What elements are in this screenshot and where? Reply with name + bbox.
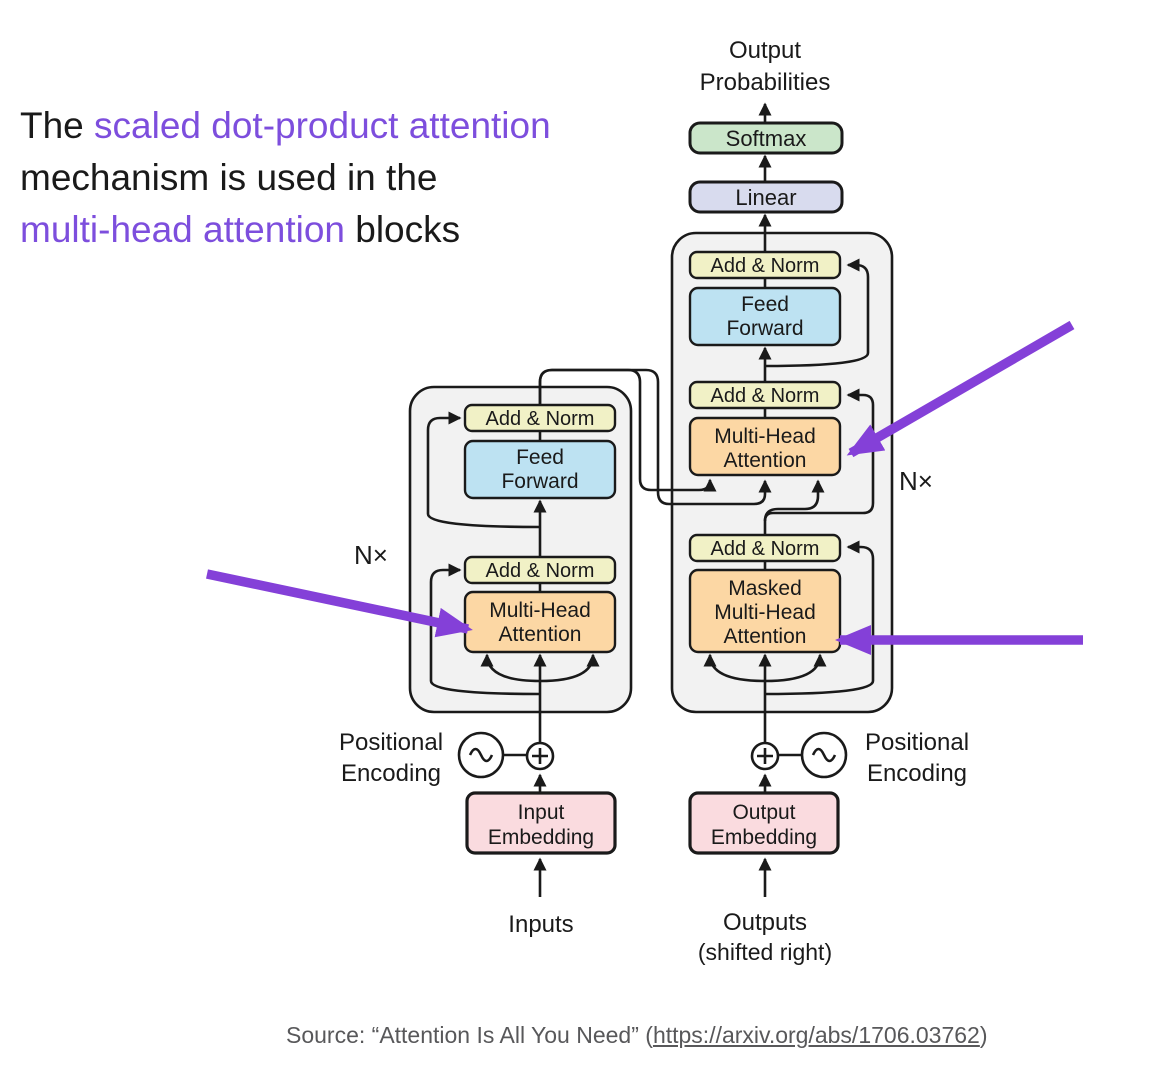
input-embedding-label: Embedding [488, 826, 594, 849]
softmax-label: Softmax [726, 126, 807, 151]
encoder-mha-residual [429, 563, 541, 696]
encoder-mha-branch-right [539, 653, 600, 683]
multi-head-attention-label: Multi-Head [489, 599, 591, 622]
sine-circle-icon [457, 731, 505, 779]
decoder-addnorm-bottom-box [688, 533, 842, 563]
n-times-label-decoder: N× [899, 466, 933, 496]
positional-encoding-label: Positional [339, 729, 443, 756]
positional-encoding-label: Encoding [341, 760, 441, 787]
output-embedding-label: Output [732, 801, 795, 824]
masked-mha-label: Masked [728, 577, 802, 600]
decoder-query-path [763, 479, 825, 535]
plus-icon [757, 748, 773, 764]
encoder-to-decoder-kv-2 [538, 368, 772, 506]
masked-mha-box [688, 568, 842, 654]
source-citation: Source: “Attention Is All You Need” (htt… [286, 1022, 988, 1049]
plus-circle-icon [750, 741, 780, 771]
decoder-masked-residual [764, 540, 875, 696]
annotation-plain: mechanism is used in the [20, 157, 438, 198]
masked-mha-branch-right [764, 653, 827, 683]
layer-boxes [463, 121, 844, 855]
annotation-line-3: multi-head attention blocks [20, 204, 551, 256]
input-embedding-box [465, 791, 617, 855]
encoder-addnorm-top-box [463, 403, 617, 433]
source-text: Source: “Attention Is All You Need” ( [286, 1022, 653, 1048]
feed-forward-label: Feed [516, 446, 564, 469]
sine-circle-icon [800, 731, 848, 779]
sine-wave-icon [468, 747, 494, 763]
annotation-arrows [206, 320, 1083, 655]
source-text: ) [979, 1022, 988, 1048]
masked-mha-label: Multi-Head [714, 601, 816, 624]
diagram-labels: Output Probabilities Softmax Linear Add … [339, 37, 969, 965]
softmax-box [688, 121, 844, 155]
input-embedding-label: Input [518, 801, 565, 824]
masked-mha-branch-left [703, 653, 766, 683]
multi-head-attention-label: Attention [724, 449, 807, 472]
outputs-shifted-label: (shifted right) [698, 939, 832, 965]
output-embedding-box [688, 791, 840, 855]
feed-forward-label: Forward [501, 470, 578, 493]
annotation-highlight-scaled-dot-product: scaled dot-product attention [94, 105, 551, 146]
add-norm-label: Add & Norm [711, 385, 820, 407]
outputs-label: Outputs [723, 909, 807, 936]
annotation-plain: The [20, 105, 95, 146]
add-norm-label: Add & Norm [711, 538, 820, 560]
purple-arrow-to-decoder-mha [846, 320, 1075, 458]
encoder-ff-residual [426, 411, 541, 529]
decoder-feedforward-box [688, 286, 842, 347]
arxiv-link[interactable]: https://arxiv.org/abs/1706.03762 [652, 1022, 980, 1048]
add-norm-label: Add & Norm [486, 408, 595, 430]
output-probabilities-label: Probabilities [700, 69, 831, 96]
feed-forward-label: Feed [741, 293, 789, 316]
add-norm-label: Add & Norm [486, 560, 595, 582]
annotation-text: The scaled dot-product attention mechani… [20, 100, 551, 256]
multi-head-attention-label: Attention [499, 623, 582, 646]
positional-encoding-label: Encoding [867, 760, 967, 787]
multi-head-attention-label: Multi-Head [714, 425, 816, 448]
linear-box [688, 180, 844, 214]
decoder-ff-residual [764, 258, 870, 368]
annotation-line-1: The scaled dot-product attention [20, 100, 551, 152]
decoder-addnorm-top-box [688, 250, 842, 280]
output-probabilities-label: Output [729, 37, 801, 64]
annotation-line-2: mechanism is used in the [20, 152, 551, 204]
output-embedding-label: Embedding [711, 826, 817, 849]
positional-encoding-label: Positional [865, 729, 969, 756]
encoder-mha-branch-left [480, 653, 541, 683]
inputs-label: Inputs [508, 911, 573, 938]
annotation-highlight-multi-head: multi-head attention [20, 209, 345, 250]
encoder-feedforward-box [463, 439, 617, 500]
decoder-addnorm-mid-box [688, 380, 842, 410]
wiring [426, 102, 875, 897]
plus-icon [532, 748, 548, 764]
sine-wave-icon [811, 747, 837, 763]
linear-label: Linear [735, 185, 796, 210]
n-times-label-encoder: N× [354, 540, 388, 570]
encoder-block [408, 385, 633, 714]
decoder-mha-box [688, 416, 842, 477]
encoder-addnorm-bottom-box [463, 555, 617, 585]
feed-forward-label: Forward [726, 317, 803, 340]
annotation-plain: blocks [344, 209, 461, 250]
masked-mha-label: Attention [724, 625, 807, 648]
plus-circle-icon [525, 741, 555, 771]
purple-arrow-to-encoder-mha [206, 569, 473, 638]
add-norm-label: Add & Norm [711, 255, 820, 277]
positional-encoding-symbols [457, 731, 848, 779]
